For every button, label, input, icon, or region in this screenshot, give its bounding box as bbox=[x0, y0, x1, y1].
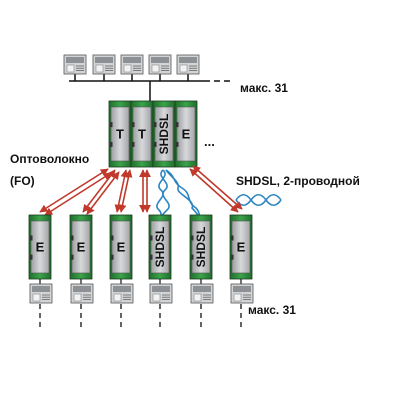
shdsl-wire-label: SHDSL, 2-проводной bbox=[236, 174, 360, 188]
center-module-2: T bbox=[130, 100, 154, 168]
fiber-arrow-3a bbox=[114, 169, 129, 213]
max-bottom-label: макс. 31 bbox=[248, 303, 296, 317]
center-module-3: SHDSL bbox=[152, 100, 176, 168]
shdsl-connections bbox=[156, 169, 201, 221]
fiber-connections bbox=[39, 165, 243, 216]
bottom-device-4 bbox=[149, 283, 173, 304]
max-top-label: макс. 31 bbox=[240, 81, 288, 95]
fiber-arrow-5b bbox=[192, 165, 243, 210]
top-device-3 bbox=[120, 54, 144, 75]
bottom-devices bbox=[29, 283, 254, 304]
module-label: T bbox=[116, 127, 124, 142]
module-label: SHDSL bbox=[157, 114, 171, 155]
module-label: E bbox=[182, 127, 191, 142]
top-bus bbox=[69, 74, 232, 101]
bottom-device-1 bbox=[29, 283, 53, 304]
module-label: SHDSL bbox=[194, 227, 208, 268]
module-label: SHDSL bbox=[153, 227, 167, 268]
module-label: E bbox=[77, 240, 86, 255]
bottom-device-3 bbox=[110, 283, 134, 304]
center-module-1: T bbox=[108, 100, 132, 168]
fiber-arrow-3b bbox=[118, 169, 133, 213]
center-ellipsis: ... bbox=[204, 134, 215, 149]
top-device-5 bbox=[176, 54, 200, 75]
fiber-arrow-1a bbox=[39, 168, 109, 213]
fiber-arrow-5a bbox=[189, 168, 239, 213]
bottom-module-5: SHDSL bbox=[189, 214, 213, 280]
module-label: T bbox=[138, 127, 146, 142]
fiber-arrow-2b bbox=[86, 171, 120, 215]
bottom-module-3: E bbox=[109, 214, 133, 280]
bottom-module-4: SHDSL bbox=[148, 214, 172, 280]
top-device-4 bbox=[148, 54, 172, 75]
bottom-links bbox=[39, 279, 242, 330]
bottom-device-2 bbox=[70, 283, 94, 304]
module-label: E bbox=[237, 240, 246, 255]
bottom-device-6 bbox=[230, 283, 254, 304]
bottom-stations: E E E SHDSL SHDSL E bbox=[28, 214, 253, 280]
top-device-1 bbox=[63, 54, 87, 75]
bottom-device-5 bbox=[190, 283, 214, 304]
bottom-module-1: E bbox=[28, 214, 52, 280]
top-devices bbox=[63, 54, 200, 75]
bottom-module-2: E bbox=[69, 214, 93, 280]
fiber-label-line1: Оптоволокно bbox=[10, 152, 89, 166]
shdsl-pair-2b bbox=[165, 169, 201, 221]
module-label: E bbox=[36, 240, 45, 255]
center-module-4: E bbox=[174, 100, 198, 168]
twisted-pair-legend-icon bbox=[235, 193, 282, 207]
fiber-arrow-1b bbox=[44, 172, 112, 216]
fiber-label: Оптоволокно (FO) bbox=[10, 152, 93, 188]
fiber-label-line2: (FO) bbox=[10, 174, 35, 188]
bottom-module-6: E bbox=[229, 214, 253, 280]
fiber-arrow-2a bbox=[82, 169, 116, 213]
module-label: E bbox=[117, 240, 126, 255]
top-device-2 bbox=[92, 54, 116, 75]
